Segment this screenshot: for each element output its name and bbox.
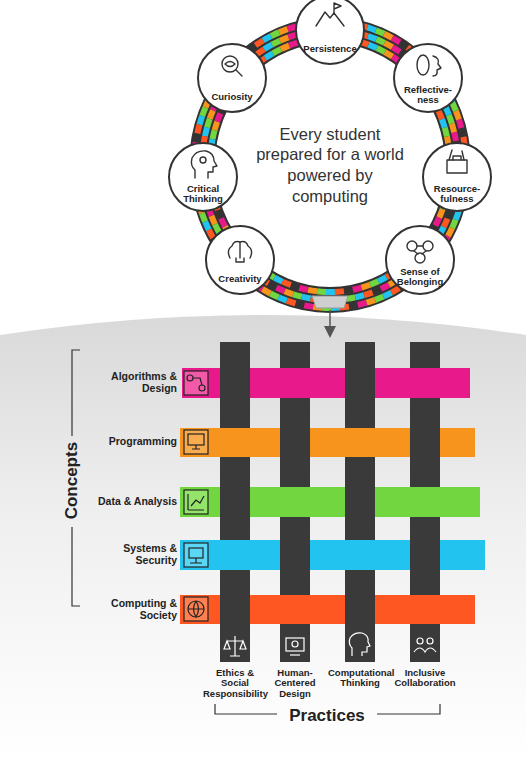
trait-label: Critical Thinking xyxy=(175,184,231,204)
trait-label: Sense of Belonging xyxy=(392,267,448,287)
practice-label: Ethics & Social Responsibility xyxy=(203,668,267,699)
axis-title: Practices xyxy=(279,705,375,726)
trait-circle: Curiosity xyxy=(198,44,266,112)
concept-label: Computing & Society xyxy=(97,598,177,621)
trait-circle: Persistence xyxy=(296,0,364,64)
trait-label: Persistence xyxy=(302,44,358,54)
concept-label: Algorithms & Design xyxy=(97,371,177,394)
practice-icons xyxy=(224,633,436,656)
trait-circle: Creativity xyxy=(206,226,274,294)
practice-label: Human-Centered Design xyxy=(265,668,325,699)
trait-circle: Reflective- ness xyxy=(394,44,462,112)
concept-icons xyxy=(184,371,208,621)
trait-circle: Resource- fulness xyxy=(423,143,491,211)
trait-circle: Sense of Belonging xyxy=(386,226,454,294)
weave-overlaps xyxy=(220,366,440,626)
concept-label: Data & Analysis xyxy=(97,496,177,508)
axis-title: Concepts xyxy=(61,436,82,526)
concept-label: Programming xyxy=(97,436,177,448)
trait-circle: Critical Thinking xyxy=(169,143,237,211)
trait-label: Resource- fulness xyxy=(429,184,485,204)
ring-tab xyxy=(312,296,348,308)
trait-label: Curiosity xyxy=(204,92,260,102)
bracket xyxy=(72,350,440,714)
trait-label: Reflective- ness xyxy=(400,85,456,105)
practice-label: Inclusive Collaboration xyxy=(393,668,457,689)
practice-label: Computational Thinking xyxy=(328,668,392,689)
trait-label: Creativity xyxy=(212,274,268,284)
trait-circles xyxy=(169,0,491,294)
center-statement: Every student prepared for a world power… xyxy=(255,124,405,207)
ground-panel xyxy=(0,315,526,758)
down-arrow xyxy=(329,310,331,332)
concept-label: Systems & Security xyxy=(97,543,177,566)
trait-icons xyxy=(191,3,467,263)
